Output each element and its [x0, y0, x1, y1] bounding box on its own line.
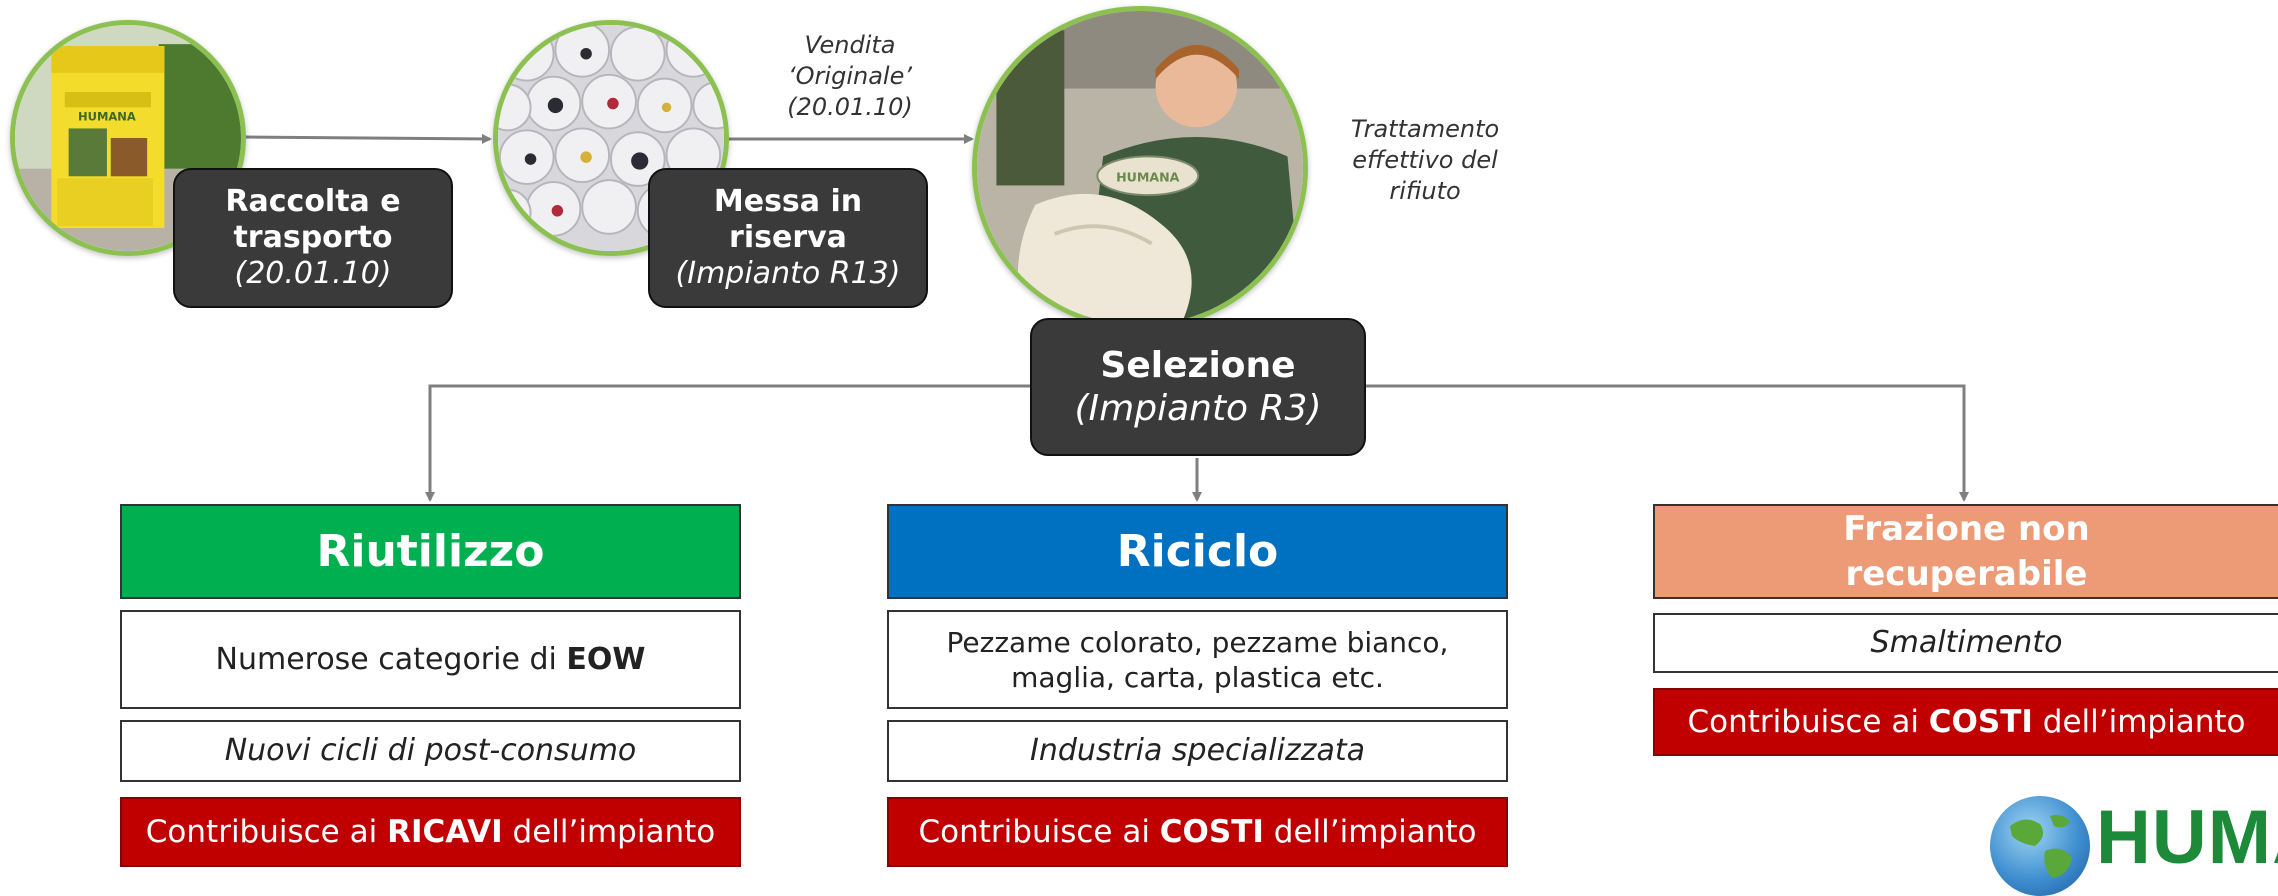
worker-photo: HUMANA: [972, 6, 1308, 330]
vendita-note: Vendita ‘Originale’ (20.01.10): [760, 30, 940, 124]
flow-connectors: [244, 133, 1969, 502]
vendita-line-2: ‘Originale’: [788, 62, 912, 91]
raccolta-step-box: Raccolta e trasporto (20.01.10): [173, 168, 453, 308]
riciclo-costi-label: COSTI: [1159, 814, 1264, 850]
ricavi-pre: Contribuisce ai: [145, 814, 388, 850]
vendita-line-3: (20.01.10): [787, 93, 913, 122]
ricavi-label: RICAVI: [387, 814, 503, 850]
riutilizzo-eow-box: Numerose categorie di EOW: [120, 610, 741, 709]
bin-brand-text: HUMANA: [78, 110, 136, 124]
globe-icon: [1990, 796, 2090, 896]
selezione-step-box: Selezione (Impianto R3): [1030, 318, 1366, 456]
riciclo-costi-post: dell’impianto: [1263, 814, 1477, 850]
riutilizzo-ricavi-box: Contribuisce ai RICAVI dell’impianto: [120, 797, 741, 867]
trattamento-line-3: rifiuto: [1389, 177, 1461, 206]
collection-bin-photo: HUMANA: [10, 20, 246, 256]
frazione-title-line-2: recuperabile: [1845, 553, 2088, 594]
worker-shirt-text: HUMANA: [1116, 170, 1180, 185]
riciclo-header: Riciclo: [887, 504, 1508, 599]
riciclo-industria-box: Industria specializzata: [887, 720, 1508, 782]
riciclo-costi-pre: Contribuisce ai: [918, 814, 1160, 850]
riciclo-materials-box: Pezzame colorato, pezzame bianco, maglia…: [887, 610, 1508, 709]
frazione-costi-label: COSTI: [1928, 704, 2033, 740]
arrow-to-frazione: [1365, 384, 1969, 502]
vendita-line-1: Vendita: [804, 31, 896, 59]
arrow-to-riutilizzo: [425, 384, 1030, 502]
riutilizzo-header: Riutilizzo: [120, 504, 741, 599]
frazione-costi-box: Contribuisce ai COSTI dell’impianto: [1653, 688, 2278, 756]
raccolta-title: Raccolta e trasporto: [225, 184, 401, 255]
arrow-raccolta-to-messa: [244, 133, 492, 144]
riciclo-materials-line-1: Pezzame colorato, pezzame bianco,: [946, 625, 1449, 659]
riutilizzo-post-consumo-box: Nuovi cicli di post-consumo: [120, 720, 741, 782]
riciclo-materials-line-2: maglia, carta, plastica etc.: [1011, 660, 1384, 694]
riciclo-costi-box: Contribuisce ai COSTI dell’impianto: [887, 797, 1508, 867]
raccolta-code: (20.01.10): [234, 256, 392, 291]
frazione-costi-post: dell’impianto: [2032, 704, 2246, 740]
selezione-code: (Impianto R3): [1074, 388, 1322, 429]
ricavi-post: dell’impianto: [502, 814, 716, 850]
humana-logo: HUMA: [1990, 790, 2278, 896]
selezione-title: Selezione: [1100, 344, 1296, 386]
messa-code: (Impianto R13): [675, 256, 901, 291]
messa-title: Messa in riserva: [713, 184, 863, 255]
trattamento-line-2: effettivo del: [1352, 146, 1498, 175]
frazione-smaltimento-box: Smaltimento: [1653, 613, 2278, 673]
riutilizzo-eow-text: Numerose categorie di: [215, 641, 567, 677]
frazione-header: Frazione non recuperabile: [1653, 504, 2278, 599]
frazione-costi-pre: Contribuisce ai: [1687, 704, 1929, 740]
logo-text: HUMA: [2096, 795, 2278, 880]
eow-label: EOW: [566, 641, 646, 677]
trattamento-note: Trattamento effettivo del rifiuto: [1330, 114, 1520, 208]
frazione-title-line-1: Frazione non: [1843, 509, 2090, 550]
messa-step-box: Messa in riserva (Impianto R13): [648, 168, 928, 308]
trattamento-line-1: Trattamento: [1350, 115, 1500, 143]
